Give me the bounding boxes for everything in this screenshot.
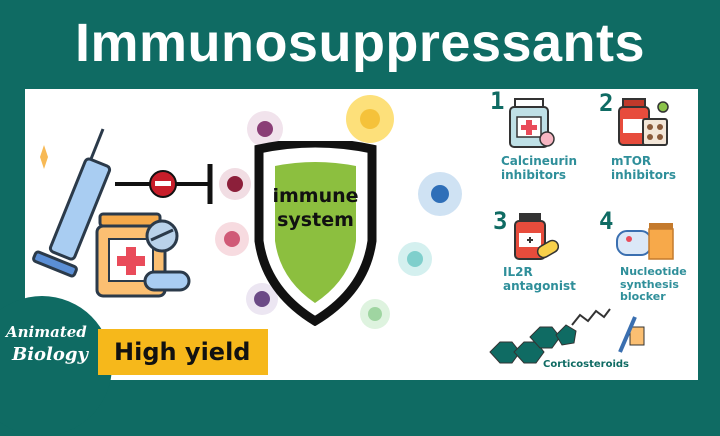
inhibition-icon [115, 164, 213, 204]
vial-capsule-icon [514, 213, 559, 260]
spilled-pills-icon [616, 223, 674, 260]
high-yield-label: High yield [114, 338, 251, 366]
class-number-1: 1 [490, 87, 505, 115]
class-number-4: 4 [599, 207, 614, 235]
immune-shield: immune system [253, 141, 378, 326]
immune-cells-icon [215, 95, 462, 329]
pill-bottle-icon [509, 98, 555, 148]
shield-label-immune: immune [272, 185, 359, 207]
page-title: Immunosuppressants [74, 13, 646, 73]
class-number-2: 2 [599, 89, 614, 117]
logo-line1: Animated [6, 323, 87, 341]
high-yield-badge: High yield [98, 329, 268, 375]
shield-icon [254, 141, 377, 326]
syringe-bottle-icon [32, 128, 191, 298]
steroid-molecule-icon [489, 308, 645, 364]
medicine-blister-icon [618, 98, 669, 146]
corticosteroids-label: Corticosteroids [543, 359, 630, 370]
logo-line2: Biology [12, 344, 88, 365]
class-number-3: 3 [493, 207, 508, 235]
shield-label-system: system [277, 209, 354, 231]
